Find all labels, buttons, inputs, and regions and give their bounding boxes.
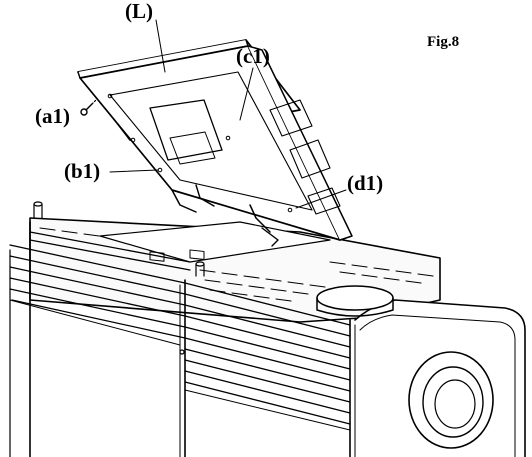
screw-a1 [80, 99, 97, 116]
callout-lid: (L) [125, 0, 153, 23]
figure-number: Fig.8 [427, 34, 459, 50]
top-grill [39, 227, 434, 302]
callout-b1: (b1) [64, 159, 100, 183]
callout-c1: (c1) [236, 44, 270, 68]
leader-lines [109, 19, 347, 209]
callout-a1: (a1) [35, 104, 70, 128]
side-panel [354, 299, 526, 457]
callout-d1: (d1) [347, 171, 383, 195]
flue-collar [316, 285, 394, 317]
stove-body [9, 201, 526, 457]
lid [77, 39, 353, 247]
top-knobs [33, 201, 205, 355]
